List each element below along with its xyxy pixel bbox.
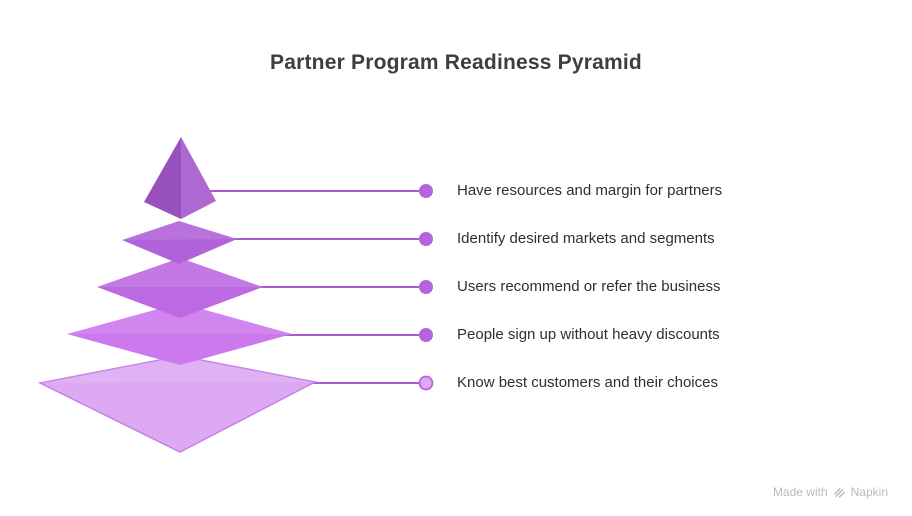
pyramid-level-3 <box>97 258 263 318</box>
connector-dot-4 <box>419 328 433 342</box>
connector-dot-3 <box>419 280 433 294</box>
pyramid-level-1-shade <box>144 137 181 219</box>
pyramid-level-5-sheen <box>40 356 315 383</box>
level-label-3: Users recommend or refer the business <box>457 278 721 295</box>
level-label-2: Identify desired markets and segments <box>457 230 715 247</box>
level-label-4: People sign up without heavy discounts <box>457 326 720 343</box>
pyramid-level-1 <box>144 137 216 219</box>
napkin-logo-icon <box>833 486 846 499</box>
pyramid-level-2-sheen <box>122 221 237 240</box>
pyramid-level-1-sheen <box>181 137 216 219</box>
connector-dot-5 <box>418 375 434 391</box>
napkin-watermark[interactable]: Made with Napkin <box>773 485 888 499</box>
pyramid-level-4-sheen <box>67 303 292 334</box>
pyramid-level-3-sheen <box>97 258 263 287</box>
pyramid-level-2 <box>122 221 237 264</box>
pyramid-level-4 <box>67 303 292 365</box>
watermark-prefix: Made with <box>772 485 828 499</box>
watermark-brand: Napkin <box>850 485 888 499</box>
diagram-title: Partner Program Readiness Pyramid <box>270 51 642 74</box>
connector-dot-2 <box>419 232 433 246</box>
pyramid-level-5 <box>37 355 318 453</box>
connector-dot-1 <box>419 184 433 198</box>
level-label-5: Know best customers and their choices <box>457 374 718 391</box>
level-label-1: Have resources and margin for partners <box>457 182 723 199</box>
